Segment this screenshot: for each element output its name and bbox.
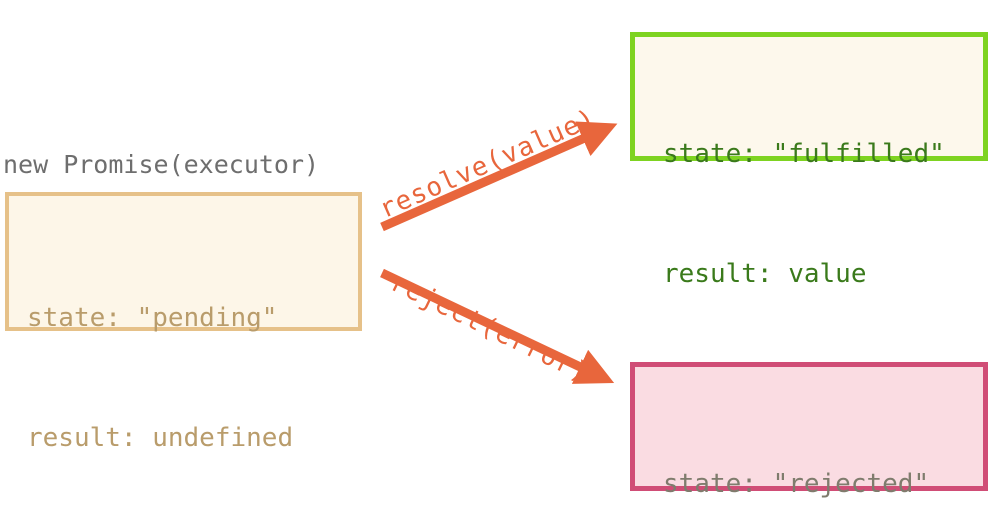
fulfilled-state-box: state: "fulfilled" result: value bbox=[630, 32, 988, 289]
pending-state-box: state: "pending" result: undefined bbox=[5, 192, 362, 453]
rejected-state-box: state: "rejected" result: error bbox=[630, 362, 988, 499]
reject-transition-label: reject(error) bbox=[385, 267, 594, 389]
promise-constructor-caption: new Promise(executor) bbox=[3, 150, 320, 179]
rejected-state-line: state: "rejected" bbox=[663, 469, 930, 499]
pending-result-line: result: undefined bbox=[27, 423, 294, 453]
resolve-transition-label: resolve(value) bbox=[374, 103, 601, 225]
fulfilled-state-line: state: "fulfilled" bbox=[663, 139, 945, 169]
pending-state-line: state: "pending" bbox=[27, 303, 278, 333]
fulfilled-result-line: result: value bbox=[663, 259, 867, 289]
